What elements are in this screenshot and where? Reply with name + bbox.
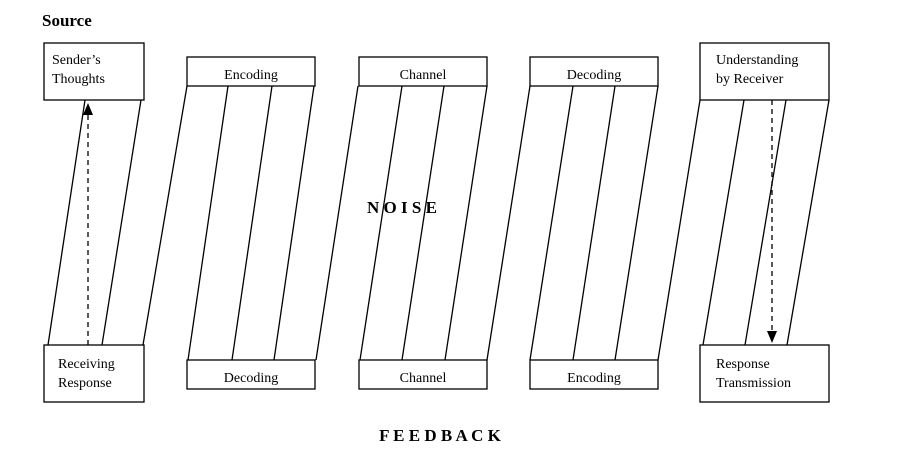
channel-line xyxy=(444,85,488,361)
channel-line xyxy=(572,85,616,361)
understanding-receiver-label-line2: by Receiver xyxy=(716,72,784,87)
understanding-receiver-label-line1: Understanding xyxy=(716,53,798,68)
sender-thoughts-box xyxy=(43,42,145,101)
channel-line xyxy=(142,85,188,346)
channel-lines xyxy=(47,85,830,361)
channel-top-box xyxy=(358,56,488,87)
channel-line xyxy=(614,85,659,361)
channel-line xyxy=(187,85,229,361)
receiving-response-label-line2: Response xyxy=(58,376,112,391)
channel-line xyxy=(101,99,142,346)
response-transmission-label-line1: Response xyxy=(716,357,770,372)
sender-thoughts-label-line2: Thoughts xyxy=(52,72,105,87)
source-heading: Source xyxy=(42,11,92,30)
feedback-label: F E E D B A C K xyxy=(379,426,501,445)
channel-line xyxy=(231,85,273,361)
understanding-receiver-box xyxy=(699,42,830,101)
channel-line xyxy=(786,99,830,346)
channel-line xyxy=(486,85,531,361)
channel-bottom-box xyxy=(358,359,488,390)
sender-thoughts-label-line1: Sender’s xyxy=(52,53,101,68)
encoding-top-label: Encoding xyxy=(224,68,278,83)
channel-line xyxy=(657,99,701,361)
channel-line xyxy=(273,85,315,361)
response-transmission-label-line2: Transmission xyxy=(716,376,791,391)
channel-line xyxy=(744,99,787,346)
process-boxes xyxy=(43,42,830,403)
feedback-arrows xyxy=(83,100,777,345)
encoding-bottom-box xyxy=(529,359,659,390)
channel-line xyxy=(529,85,574,361)
channel-line xyxy=(315,85,359,361)
decoding-top-label: Decoding xyxy=(567,68,621,83)
channel-top-label: Channel xyxy=(400,68,447,83)
channel-bottom-label: Channel xyxy=(400,371,447,386)
box-labels: Sender’s Thoughts Encoding Channel Decod… xyxy=(52,53,798,391)
noise-label: N O I S E xyxy=(367,198,437,217)
receiving-response-label-line1: Receiving xyxy=(58,357,115,372)
channel-line xyxy=(702,99,745,346)
response-transmission-box xyxy=(699,344,830,403)
decoding-bottom-box xyxy=(186,359,316,390)
encoding-top-box xyxy=(186,56,316,87)
encoding-bottom-label: Encoding xyxy=(567,371,621,386)
channel-line xyxy=(359,85,403,361)
channel-line xyxy=(47,99,86,346)
arrowhead-down-icon xyxy=(767,331,777,343)
arrowhead-up-icon xyxy=(83,103,93,115)
decoding-bottom-label: Decoding xyxy=(224,371,278,386)
receiving-response-box xyxy=(43,344,145,403)
channel-line xyxy=(401,85,445,361)
decoding-top-box xyxy=(529,56,659,87)
